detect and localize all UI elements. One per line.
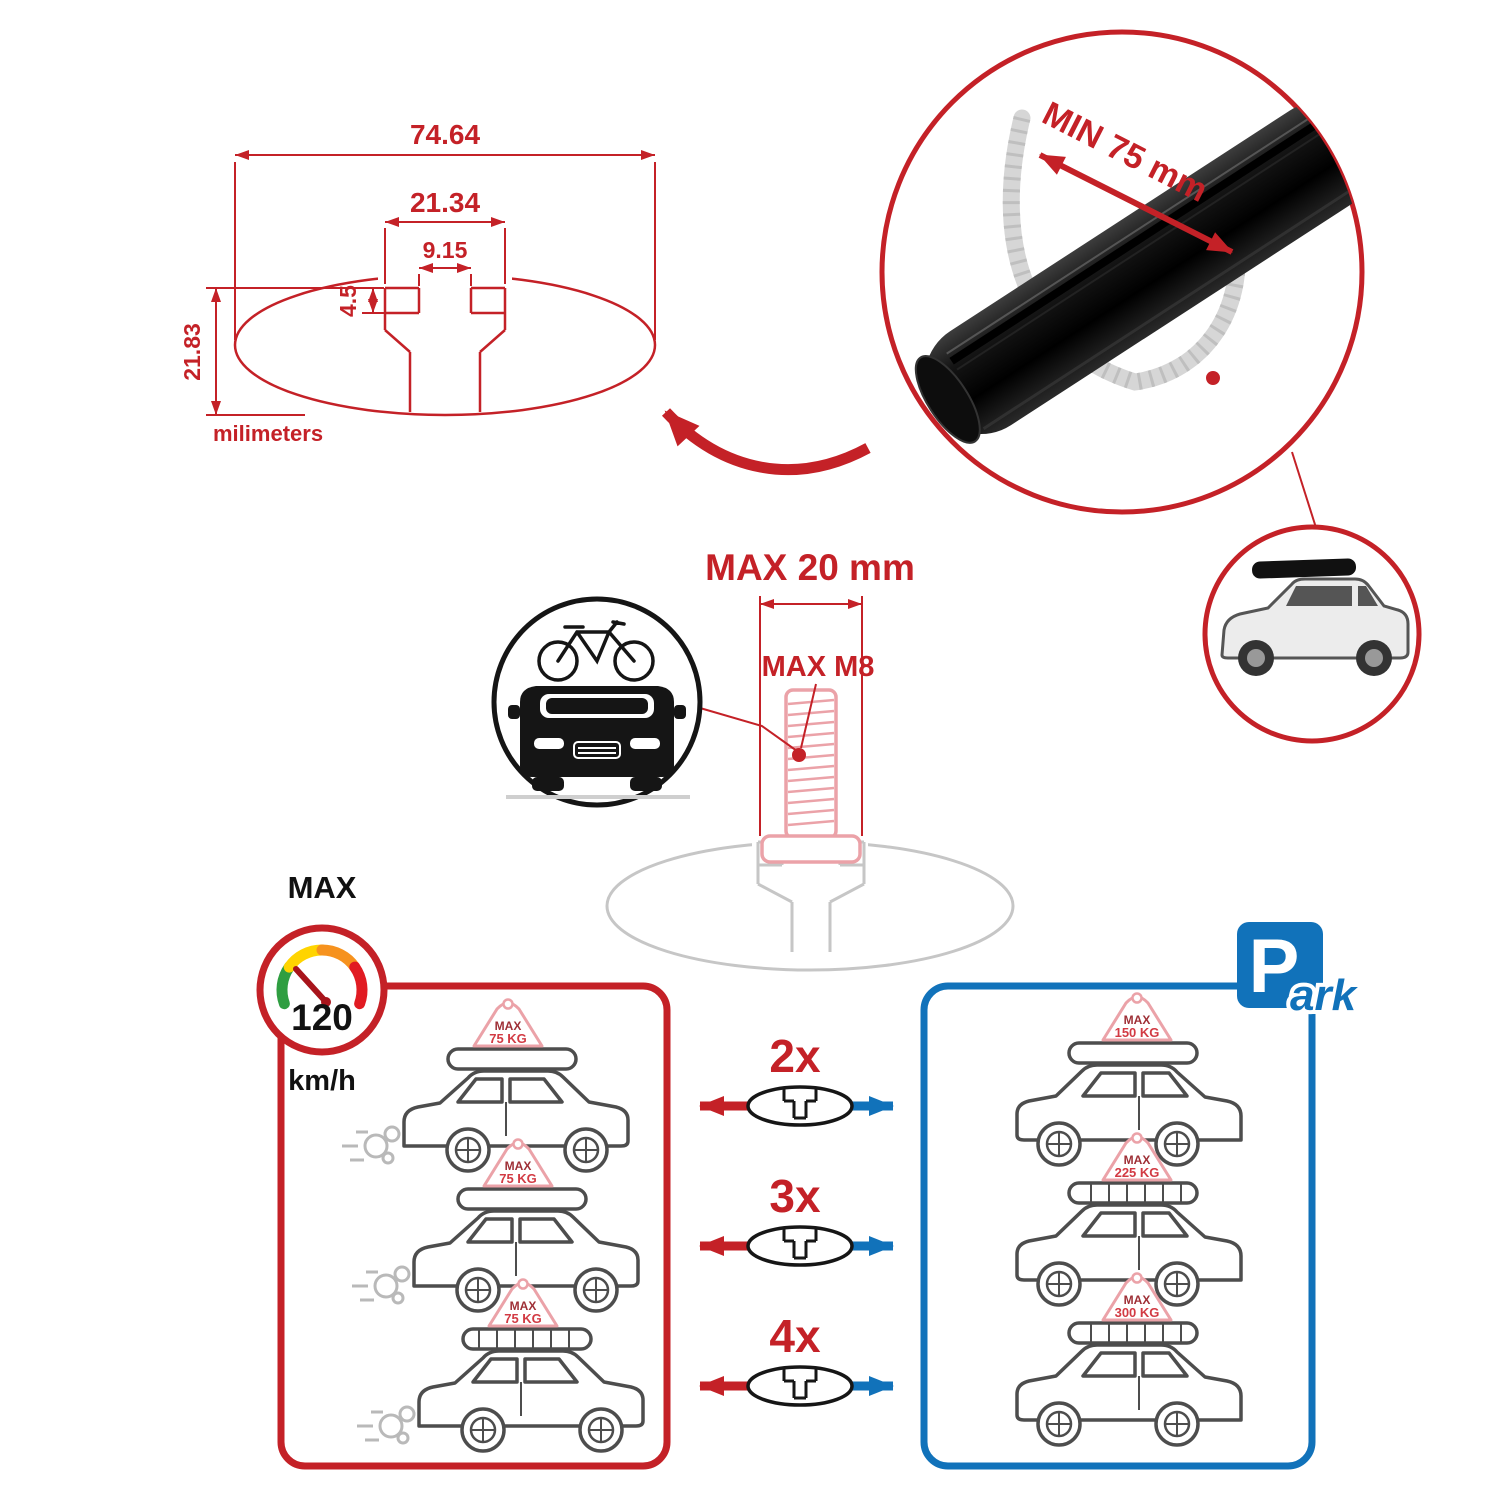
parked-car-1 bbox=[1017, 1041, 1241, 1165]
cargo-tag-parked-3: MAX 300 KG bbox=[1101, 1272, 1173, 1322]
leader-dot-icon bbox=[792, 748, 806, 762]
clamp-strap-icon bbox=[1002, 109, 1246, 391]
gauge-pivot bbox=[321, 997, 331, 1007]
tbolt-diagram: MAX 20 mm MAX M8 bbox=[605, 547, 1015, 972]
bar-count-label: 4x bbox=[769, 1310, 821, 1362]
roofbox-car-circle bbox=[1202, 524, 1422, 744]
pointer-arrow-icon bbox=[661, 408, 871, 476]
bicycle-icon bbox=[537, 620, 655, 682]
min-span-arrow-icon bbox=[1038, 152, 1234, 255]
cargo-tag-driving-3: MAX 75 KG bbox=[487, 1278, 559, 1328]
max-width-label: MAX 20 mm bbox=[705, 547, 915, 588]
profile-mask bbox=[378, 270, 512, 332]
t-bolt-icon bbox=[760, 688, 862, 864]
tag-max-label: MAX bbox=[1124, 1153, 1151, 1167]
speed-value: 120 bbox=[291, 997, 353, 1038]
bubble-connector bbox=[1291, 451, 1319, 535]
crossbar-section-icon bbox=[746, 1085, 854, 1127]
bar-count-label: 3x bbox=[769, 1170, 821, 1222]
park-suffix: ark bbox=[1290, 971, 1359, 1020]
leader-lines bbox=[699, 683, 817, 752]
dim-slot-width: 9.15 bbox=[423, 237, 468, 263]
cargo-tag-parked-2: MAX 225 KG bbox=[1101, 1132, 1173, 1182]
driving-car-1 bbox=[404, 1047, 628, 1171]
tag-max-label: MAX bbox=[1124, 1013, 1151, 1027]
tag-weight: 75 KG bbox=[499, 1171, 537, 1186]
bar-count-row-3: 4x bbox=[699, 1310, 894, 1407]
bar-count-row-1: 2x bbox=[699, 1030, 894, 1127]
crossbar-detail-circle: MIN 75 mm bbox=[879, 29, 1365, 515]
parked-car-2 bbox=[1017, 1181, 1241, 1305]
cargo-tag-parked-1: MAX 150 KG bbox=[1101, 992, 1173, 1042]
dim-channel-width: 21.34 bbox=[410, 187, 480, 218]
tag-weight: 150 KG bbox=[1115, 1025, 1160, 1040]
dim-total-height: 21.83 bbox=[179, 323, 205, 381]
tag-max-label: MAX bbox=[510, 1299, 537, 1313]
park-sign-icon: P ark bbox=[1237, 922, 1363, 1024]
tag-weight: 225 KG bbox=[1115, 1165, 1160, 1180]
ext-total-height bbox=[206, 287, 380, 416]
park-letter: P bbox=[1249, 924, 1300, 1009]
car-front-icon bbox=[506, 686, 690, 799]
bar-count-label: 2x bbox=[769, 1030, 821, 1082]
suv-roofbox-icon bbox=[1220, 558, 1410, 676]
tag-max-label: MAX bbox=[1124, 1293, 1151, 1307]
anchor-dot-icon bbox=[1206, 371, 1220, 385]
speed-unit: km/h bbox=[288, 1065, 356, 1097]
driving-car-2 bbox=[414, 1187, 638, 1311]
tag-max-label: MAX bbox=[495, 1019, 522, 1033]
cargo-tag-driving-2: MAX 75 KG bbox=[482, 1138, 554, 1188]
ext-channel-width bbox=[384, 228, 506, 284]
ext-bolt-width bbox=[759, 596, 863, 836]
driving-car-3 bbox=[419, 1327, 643, 1451]
max-thread-label: MAX M8 bbox=[762, 651, 875, 683]
speedometer-icon: MAX 120 km/h bbox=[256, 870, 388, 1097]
dim-lip-depth: 4.5 bbox=[335, 285, 361, 317]
bar-count-row-2: 3x bbox=[699, 1170, 894, 1267]
dim-total-width: 74.64 bbox=[410, 119, 480, 150]
crossbar-section-icon bbox=[746, 1225, 854, 1267]
speed-max-label: MAX bbox=[288, 870, 357, 905]
cross-section-drawing: 74.64 21.34 9.15 4.5 21.83 milimeters bbox=[179, 119, 657, 446]
tag-max-label: MAX bbox=[505, 1159, 532, 1173]
tag-weight: 300 KG bbox=[1115, 1305, 1160, 1320]
bike-car-circle bbox=[491, 596, 703, 808]
ext-total-width bbox=[234, 162, 656, 340]
gauge-arc bbox=[276, 944, 368, 1010]
ext-slot-width bbox=[418, 274, 472, 286]
tag-weight: 75 KG bbox=[504, 1311, 542, 1326]
tag-weight: 75 KG bbox=[489, 1031, 527, 1046]
park-square bbox=[1237, 922, 1323, 1008]
units-note: milimeters bbox=[213, 421, 323, 446]
t-slot-profile bbox=[383, 286, 507, 412]
cargo-tag-driving-1: MAX 75 KG bbox=[472, 998, 544, 1048]
parked-car-3 bbox=[1017, 1321, 1241, 1445]
crossbar-section-icon bbox=[746, 1365, 854, 1407]
